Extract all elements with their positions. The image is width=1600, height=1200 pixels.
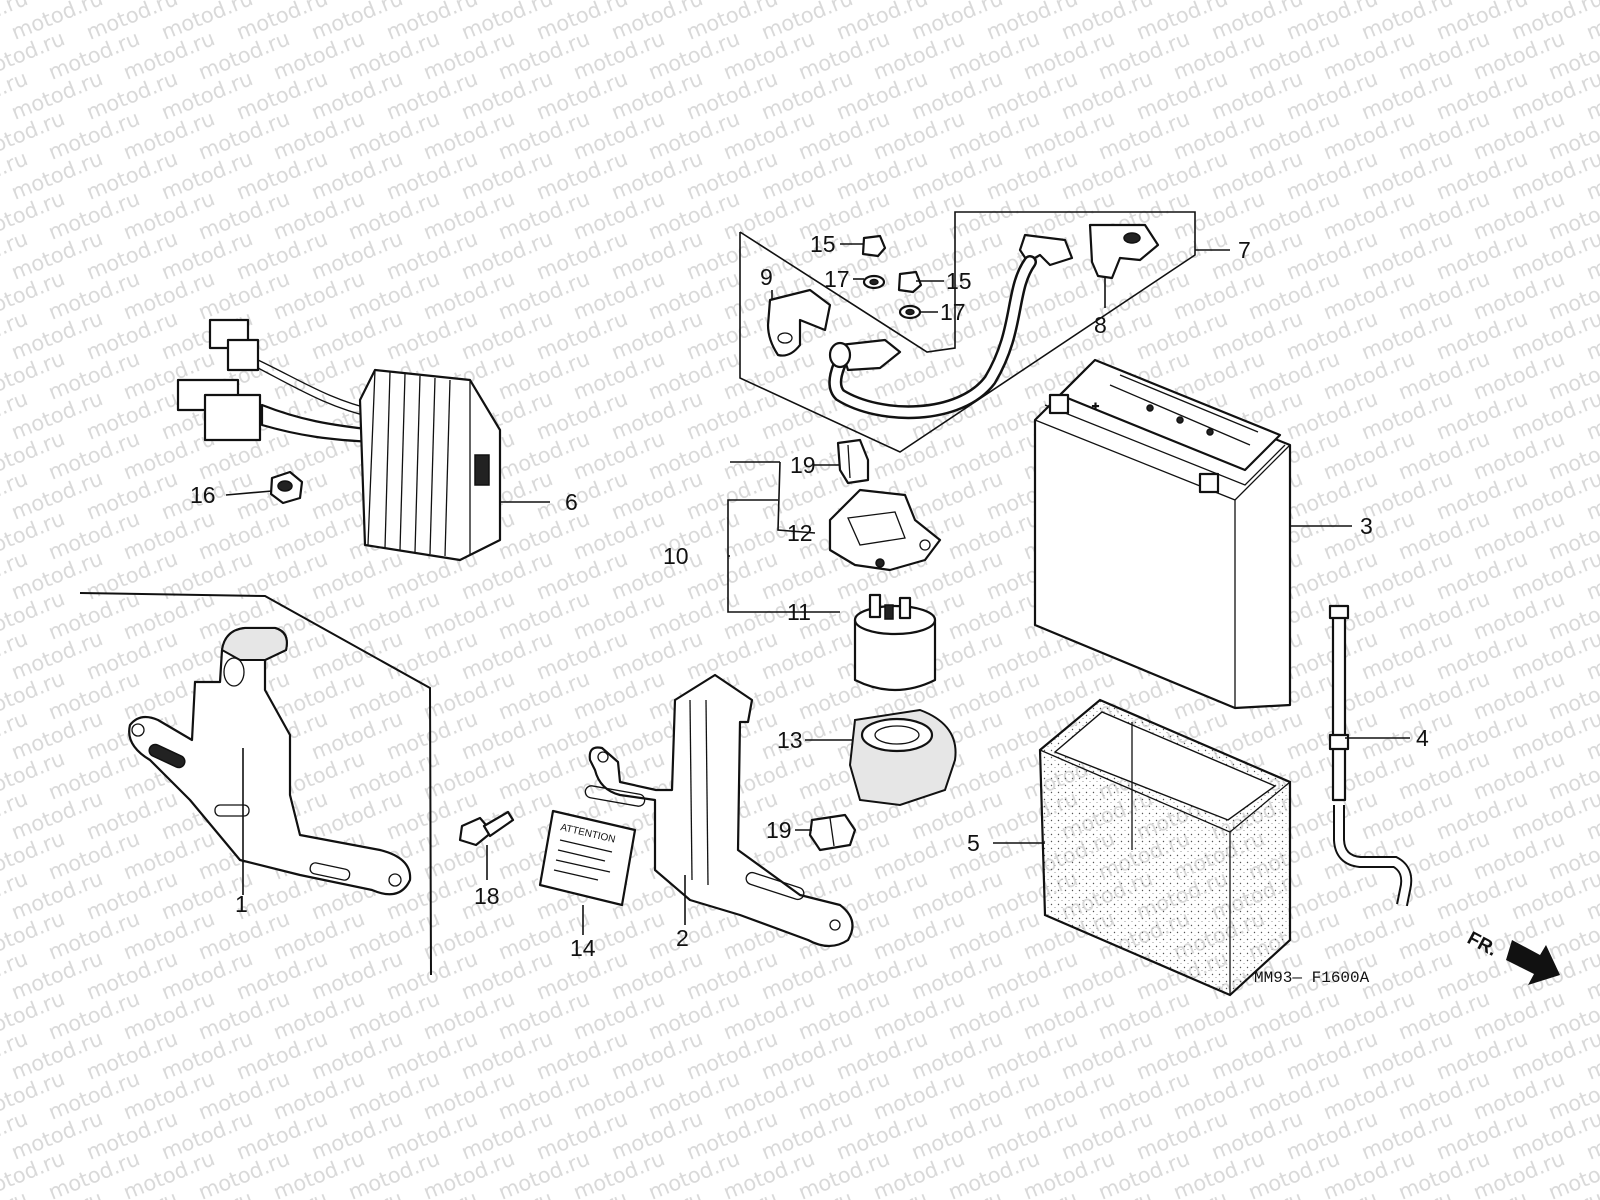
relay-rubber-13 <box>848 708 957 807</box>
callout-15-top: 15 <box>810 231 836 257</box>
relay-cover-12 <box>828 488 942 572</box>
cable-group-frame <box>739 211 1196 453</box>
callout-19-bottom: 19 <box>766 817 792 843</box>
starter-relay-11 <box>853 593 937 692</box>
callout-14: 14 <box>570 935 596 961</box>
leader-lines <box>225 243 1410 935</box>
callout-13: 13 <box>777 727 803 753</box>
callout-16: 16 <box>190 482 216 508</box>
caution-label <box>538 809 637 907</box>
battery-tray-frame <box>79 592 432 976</box>
caution-label-14: ATTENTION <box>538 809 637 907</box>
fuse-19-lower <box>808 813 857 852</box>
terminal-cover-9 <box>766 288 832 357</box>
svg-text:+: + <box>1092 399 1099 413</box>
relay-group-bracket <box>727 461 840 613</box>
callout-15-right: 15 <box>946 268 972 294</box>
terminal-cover-8 <box>1088 223 1160 280</box>
breather-tube-4 <box>1328 604 1413 907</box>
bracket-2 <box>584 673 854 948</box>
bolt-18 <box>458 810 515 847</box>
battery-cable-7 <box>828 233 1074 420</box>
callout-1: 1 <box>235 891 248 917</box>
callout-17-right: 17 <box>940 299 966 325</box>
callout-18: 18 <box>474 883 500 909</box>
callouts: 1 2 3 4 5 6 7 8 9 10 11 12 13 14 15 15 1… <box>190 231 1429 961</box>
battery-3: + <box>1033 358 1292 710</box>
connector-upper-body <box>226 338 260 372</box>
connector-lower-body <box>203 393 262 442</box>
callout-3: 3 <box>1360 513 1373 539</box>
front-arrow-icon <box>1506 940 1560 985</box>
callout-10: 10 <box>663 543 689 569</box>
callout-5: 5 <box>967 830 980 856</box>
battery-case-5 <box>1038 698 1292 997</box>
fuse-19-upper <box>836 438 870 485</box>
bracket-2-body <box>588 673 854 948</box>
callout-8: 8 <box>1094 312 1107 338</box>
drawing-code: MM93— F1600A <box>1254 969 1370 987</box>
bracket-1 <box>128 626 412 896</box>
regulator-body <box>358 368 502 562</box>
nuts-washers-15-17 <box>861 234 923 320</box>
callout-11: 11 <box>787 599 811 625</box>
callout-12: 12 <box>787 520 813 546</box>
callout-17-left: 17 <box>824 266 850 292</box>
callout-4: 4 <box>1416 725 1429 751</box>
callout-6: 6 <box>565 489 578 515</box>
regulator-rectifier <box>176 318 502 562</box>
nut-16 <box>269 470 304 505</box>
callout-9: 9 <box>760 264 773 290</box>
callout-2: 2 <box>676 925 689 951</box>
callout-19-top: 19 <box>790 452 816 478</box>
callout-7: 7 <box>1238 237 1251 263</box>
